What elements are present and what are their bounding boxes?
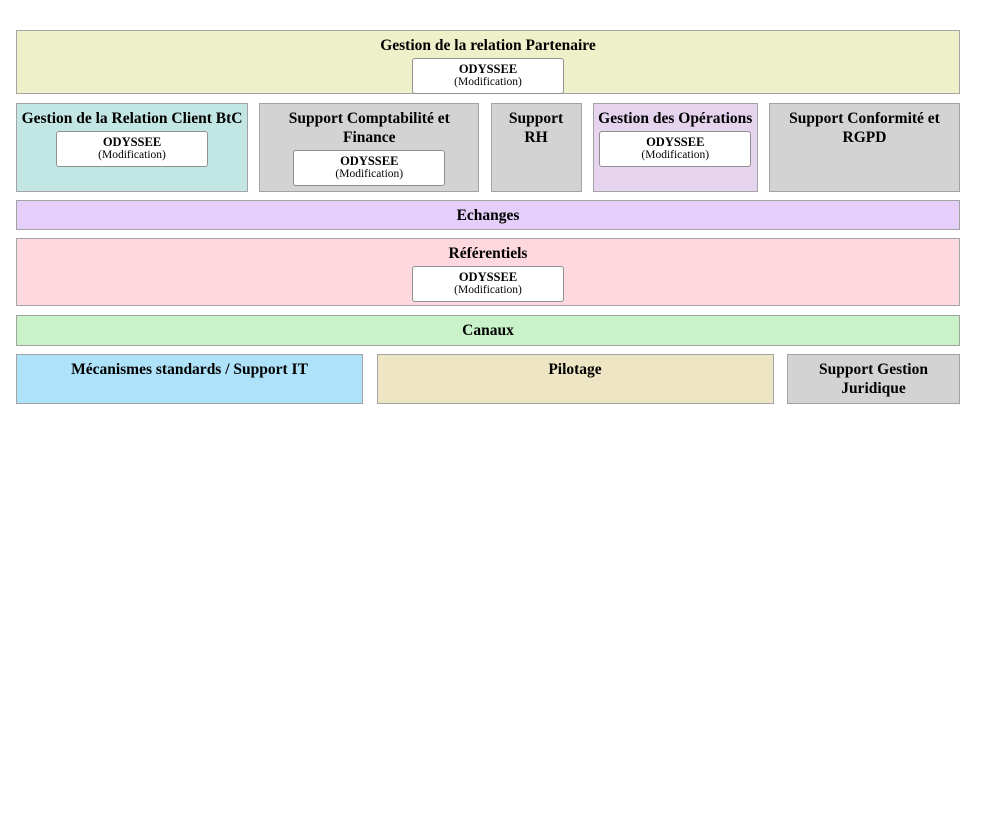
block-echanges: Echanges [16,200,960,230]
block-gestion-relation-partenaire: Gestion de la relation Partenaire ODYSSE… [16,30,960,94]
block-referentiels: Référentiels ODYSSEE (Modification) [16,238,960,306]
block-title-conformite: Support Conformité et RGPD [789,110,940,146]
block-support-comptabilite-finance: Support Comptabilité et Finance ODYSSEE … [259,103,480,192]
block-title-echanges: Echanges [456,206,520,224]
block-gestion-relation-client-btc: Gestion de la Relation Client BtC ODYSSE… [16,103,248,192]
support-row: Mécanismes standards / Support IT Pilota… [16,354,960,404]
app-box-odyssee: ODYSSEE (Modification) [56,131,208,167]
block-canaux: Canaux [16,315,960,346]
app-modification-label: (Modification) [454,284,522,296]
app-modification-label: (Modification) [454,76,522,88]
block-title-referentiels: Référentiels [448,245,528,262]
block-title-canaux: Canaux [462,322,514,339]
block-pilotage: Pilotage [376,354,774,404]
block-title-operations: Gestion des Opérations [598,110,753,127]
app-modification-label: (Modification) [335,168,404,180]
app-box-odyssee: ODYSSEE (Modification) [412,58,564,94]
block-title-pilotage: Pilotage [548,361,602,378]
app-name-odyssee: ODYSSEE [102,135,162,149]
application-architecture-diagram: Gestion de la relation Partenaire ODYSSE… [16,30,960,404]
app-name-odyssee: ODYSSEE [458,62,518,76]
block-mecanismes-standards-support-it: Mécanismes standards / Support IT [16,354,363,404]
app-name-odyssee: ODYSSEE [646,135,705,149]
app-box-odyssee: ODYSSEE (Modification) [599,131,752,167]
app-box-odyssee: ODYSSEE (Modification) [293,150,446,186]
block-support-gestion-juridique: Support Gestion Juridique [787,354,960,404]
block-gestion-des-operations: Gestion des Opérations ODYSSEE (Modifica… [592,103,758,192]
block-title-mecanismes: Mécanismes standards / Support IT [71,361,308,378]
block-title-client-btc: Gestion de la Relation Client BtC [21,110,243,127]
capability-row: Gestion de la Relation Client BtC ODYSSE… [16,103,960,192]
block-title-partenaire: Gestion de la relation Partenaire [380,37,596,54]
block-title-comptabilite: Support Comptabilité et Finance [288,110,450,146]
block-support-conformite-rgpd: Support Conformité et RGPD [769,103,960,192]
block-title-rh: Support RH [508,110,564,146]
app-name-odyssee: ODYSSEE [458,270,518,284]
app-name-odyssee: ODYSSEE [340,154,399,168]
block-support-rh: Support RH [490,103,582,192]
app-modification-label: (Modification) [98,149,166,161]
app-modification-label: (Modification) [641,149,710,161]
app-box-odyssee: ODYSSEE (Modification) [412,266,564,302]
block-title-juridique: Support Gestion Juridique [819,361,928,397]
